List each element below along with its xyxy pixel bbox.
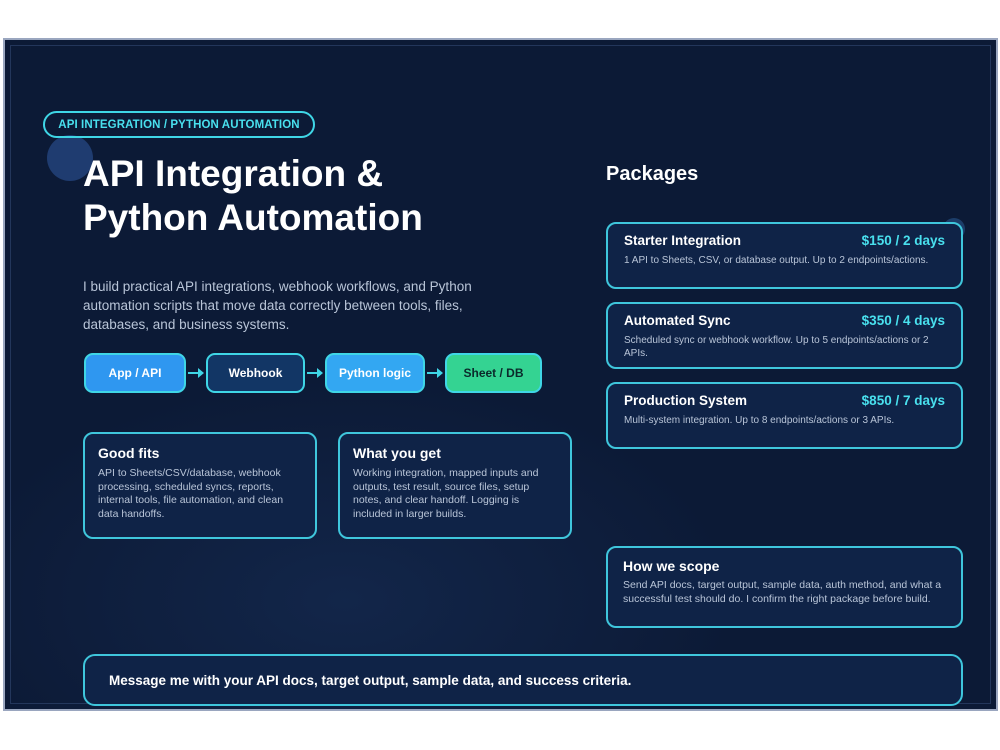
workflow-diagram: App / API Webhook Python logic Sheet / D… xyxy=(84,353,544,393)
package-description: Scheduled sync or webhook workflow. Up t… xyxy=(624,335,929,359)
category-tag: API INTEGRATION / PYTHON AUTOMATION xyxy=(43,111,315,138)
page-title: API Integration & Python Automation xyxy=(83,153,423,238)
page-frame: API INTEGRATION / PYTHON AUTOMATION API … xyxy=(3,38,998,711)
how-we-scope-title: How we scope xyxy=(623,558,720,574)
hero-description: I build practical API integrations, webh… xyxy=(83,279,472,332)
flow-step-webhook: Webhook xyxy=(206,353,305,393)
flow-step-python-logic: Python logic xyxy=(325,353,425,393)
what-you-get-title: What you get xyxy=(353,445,441,461)
package-name: Automated Sync xyxy=(624,313,731,328)
flow-step-sheet-db: Sheet / DB xyxy=(445,353,542,393)
how-we-scope-card: How we scope Send API docs, target outpu… xyxy=(606,546,963,628)
package-starter-integration[interactable]: Starter Integration $150 / 2 days 1 API … xyxy=(606,222,963,289)
package-automated-sync[interactable]: Automated Sync $350 / 4 days Scheduled s… xyxy=(606,302,963,369)
contact-cta-banner[interactable]: Message me with your API docs, target ou… xyxy=(83,654,963,706)
arrow-right-icon xyxy=(305,353,325,393)
decorative-orb xyxy=(47,135,93,181)
package-name: Production System xyxy=(624,393,748,408)
package-description: Multi-system integration. Up to 8 endpoi… xyxy=(624,415,895,426)
good-fits-text: API to Sheets/CSV/database, webhook proc… xyxy=(98,467,284,520)
how-we-scope-text: Send API docs, target output, sample dat… xyxy=(623,579,942,605)
package-price: $350 / 4 days xyxy=(861,313,945,328)
flow-step-app-api: App / API xyxy=(84,353,186,393)
arrow-right-icon xyxy=(186,353,206,393)
good-fits-title: Good fits xyxy=(98,445,160,461)
package-production-system[interactable]: Production System $850 / 7 days Multi-sy… xyxy=(606,382,963,449)
package-price: $150 / 2 days xyxy=(861,233,945,248)
package-price: $850 / 7 days xyxy=(861,393,945,408)
package-name: Starter Integration xyxy=(624,233,742,248)
what-you-get-card: What you get Working integration, mapped… xyxy=(338,432,572,539)
good-fits-card: Good fits API to Sheets/CSV/database, we… xyxy=(83,432,317,539)
what-you-get-text: Working integration, mapped inputs and o… xyxy=(353,467,539,520)
arrow-right-icon xyxy=(425,353,445,393)
packages-heading: Packages xyxy=(606,163,699,185)
package-description: 1 API to Sheets, CSV, or database output… xyxy=(624,255,929,266)
